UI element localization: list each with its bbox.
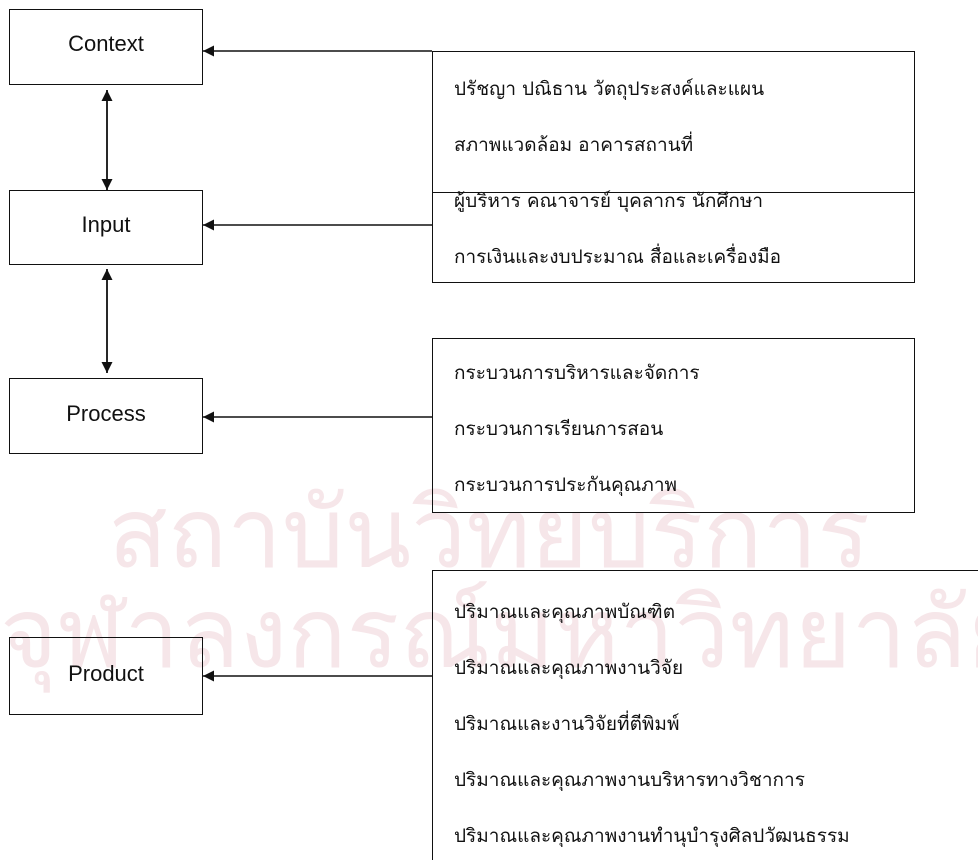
product-detail-5: ปริมาณและคุณภาพงานทำนุบำรุงศิลปวัฒนธรรม: [454, 825, 850, 847]
product-label: Product: [68, 661, 144, 686]
input-detail-1: ผู้บริหาร คณาจารย์ บุคลากร นักศึกษา: [454, 190, 764, 212]
input-label: Input: [81, 212, 131, 237]
context-box: Context: [9, 9, 203, 85]
process-detail-3: กระบวนการประกันคุณภาพ: [454, 474, 678, 496]
watermark-line-1: สถาบันวิทยบริการ: [107, 477, 871, 591]
process-box: Process: [9, 378, 203, 454]
watermark-line-2: จุฬาลงกรณ์มหาวิทยาลัย: [0, 577, 978, 691]
product-detail-3: ปริมาณและงานวิจัยที่ตีพิมพ์: [454, 713, 680, 735]
input-detail-2: การเงินและงบประมาณ สื่อและเครื่องมือ: [454, 246, 782, 268]
process-label: Process: [66, 401, 146, 426]
product-detail-2: ปริมาณและคุณภาพงานวิจัย: [454, 657, 684, 679]
context-detail-1: ปรัชญา ปณิธาน วัตถุประสงค์และแผน: [454, 78, 765, 100]
context-detail-2: สภาพแวดล้อม อาคารสถานที่: [454, 134, 694, 156]
process-detail-1: กระบวนการบริหารและจัดการ: [454, 362, 700, 384]
product-detail-4: ปริมาณและคุณภาพงานบริหารทางวิชาการ: [454, 769, 805, 791]
product-details-box: [432, 570, 978, 860]
process-detail-2: กระบวนการเรียนการสอน: [454, 418, 664, 440]
input-box: Input: [9, 190, 203, 265]
product-detail-1: ปริมาณและคุณภาพบัณฑิต: [454, 601, 676, 623]
product-box: Product: [9, 637, 203, 715]
input-details-box: [432, 192, 915, 283]
context-details-box: [432, 51, 915, 194]
process-details-box: [432, 338, 915, 513]
context-label: Context: [68, 31, 144, 56]
